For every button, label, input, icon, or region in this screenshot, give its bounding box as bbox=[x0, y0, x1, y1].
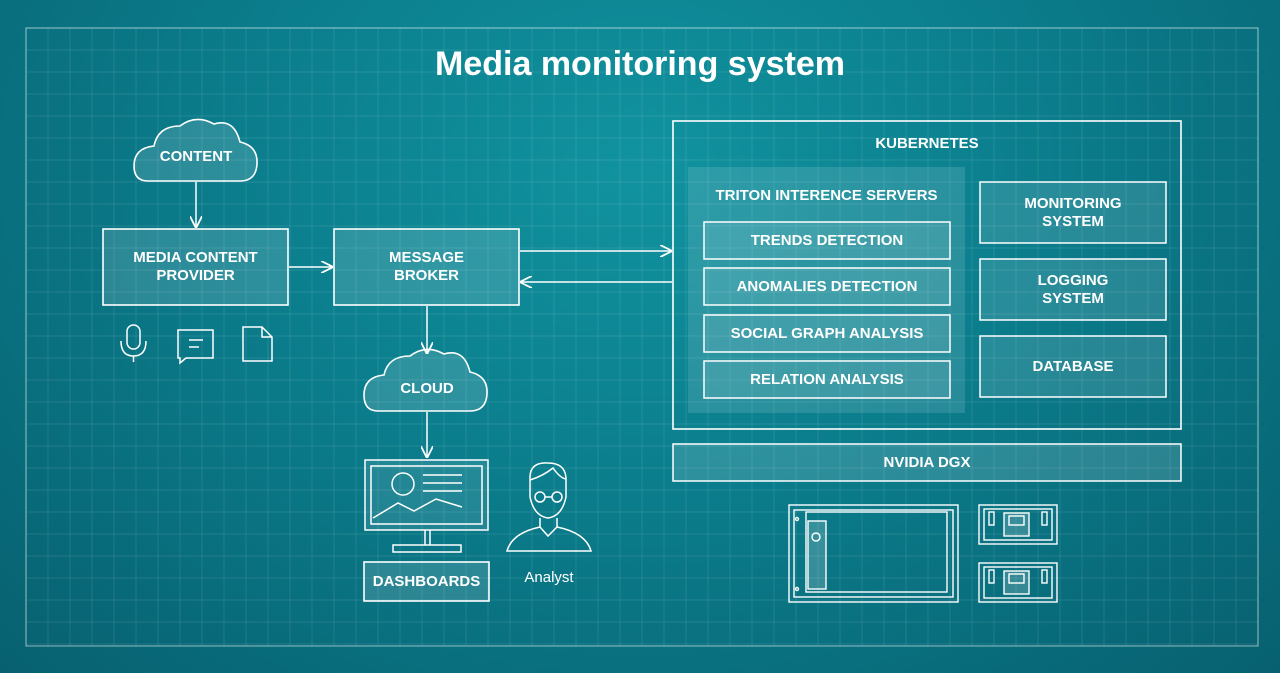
monitoring-system-box bbox=[979, 181, 1167, 244]
cloud-label: CLOUD bbox=[400, 380, 454, 398]
microphone-icon bbox=[120, 324, 147, 362]
document-icon bbox=[242, 326, 273, 362]
triton-label: TRITON INTERENCE SERVERS bbox=[715, 187, 938, 205]
social-graph-analysis-label: SOCIAL GRAPH ANALYSIS bbox=[730, 324, 924, 342]
trends-detection-box bbox=[703, 221, 951, 260]
logging-system-box bbox=[979, 258, 1167, 321]
content-label: CONTENT bbox=[159, 148, 233, 166]
trends-detection-label: TRENDS DETECTION bbox=[750, 231, 904, 249]
kubernetes-frame bbox=[672, 120, 1182, 430]
kubernetes-label: KUBERNETES bbox=[875, 135, 979, 153]
social-graph-analysis-box bbox=[703, 314, 951, 353]
page-title: Media monitoring system bbox=[435, 44, 845, 83]
analyst-label: Analyst bbox=[524, 569, 574, 587]
database-box bbox=[979, 335, 1167, 398]
logging-system-label: LOGGING SYSTEM bbox=[1037, 271, 1109, 307]
database-label: DATABASE bbox=[1032, 357, 1114, 375]
dashboards-label: DASHBOARDS bbox=[372, 572, 481, 590]
analyst-person-icon bbox=[506, 462, 592, 552]
relation-analysis-box bbox=[703, 360, 951, 399]
message-broker-label: MESSAGE BROKER bbox=[388, 249, 464, 284]
monitor-icon bbox=[364, 459, 489, 553]
anomalies-detection-label: ANOMALIES DETECTION bbox=[736, 277, 918, 295]
dashboards-box bbox=[363, 561, 490, 602]
media-content-provider-label: MEDIA CONTENT PROVIDER bbox=[133, 249, 258, 284]
nvidia-dgx-label: NVIDIA DGX bbox=[883, 453, 971, 471]
content-cloud-shape bbox=[133, 118, 258, 182]
message-broker-box bbox=[333, 228, 520, 306]
media-content-provider-box bbox=[102, 228, 289, 306]
relation-analysis-label: RELATION ANALYSIS bbox=[750, 370, 904, 388]
anomalies-detection-box bbox=[703, 267, 951, 306]
monitoring-system-label: MONITORING SYSTEM bbox=[1024, 194, 1122, 230]
chat-bubble-icon bbox=[177, 329, 214, 365]
outer-frame bbox=[25, 27, 1259, 647]
triton-panel bbox=[688, 167, 965, 413]
nvidia-dgx-hardware-icon bbox=[788, 504, 1058, 603]
nvidia-dgx-box bbox=[672, 443, 1182, 482]
